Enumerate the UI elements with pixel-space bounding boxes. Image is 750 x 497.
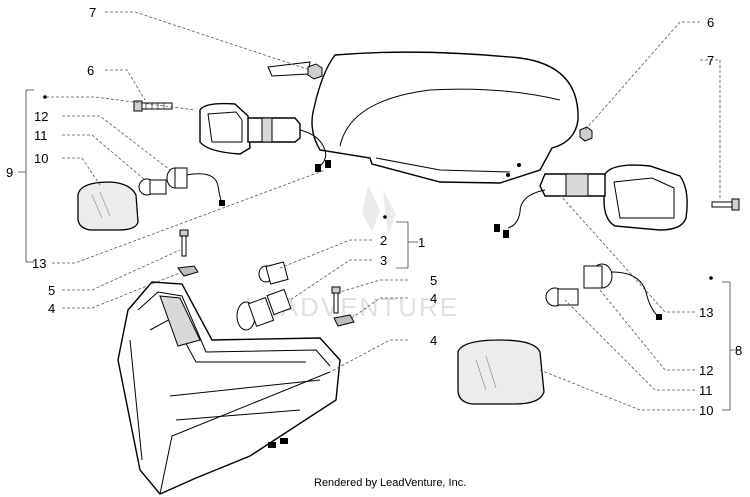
leader-lines bbox=[18, 11, 740, 411]
callout-5-mid: 5 bbox=[430, 273, 437, 288]
right-bulb bbox=[545, 287, 579, 307]
callout-9: 9 bbox=[6, 165, 13, 180]
screw-right bbox=[331, 286, 341, 314]
screw-left bbox=[179, 229, 189, 257]
callout-11-right: 11 bbox=[699, 383, 713, 398]
callout-2: 2 bbox=[380, 233, 387, 248]
callout-8: 8 bbox=[735, 343, 742, 358]
clip-left bbox=[177, 265, 199, 277]
credit-text: Rendered by LeadVenture, Inc. bbox=[314, 477, 466, 489]
right-nut bbox=[579, 126, 593, 142]
callout-6-right: 6 bbox=[707, 15, 714, 30]
callout-5-left: 5 bbox=[48, 283, 55, 298]
callout-7-right: 7 bbox=[707, 53, 714, 68]
right-signal-lens bbox=[457, 339, 545, 405]
headlight-bulb-large bbox=[236, 288, 292, 331]
callout-10-left: 10 bbox=[34, 151, 48, 166]
right-socket bbox=[583, 263, 662, 320]
nut bbox=[307, 63, 323, 80]
right-turn-signal bbox=[494, 164, 688, 238]
callout-12-left: 12 bbox=[34, 109, 48, 124]
callout-1: 1 bbox=[418, 235, 425, 250]
callout-11-left: 11 bbox=[34, 128, 48, 143]
callout-4-left: 4 bbox=[48, 301, 55, 316]
callout-13-left: 13 bbox=[32, 256, 46, 271]
clip-right bbox=[333, 314, 355, 327]
callout-3: 3 bbox=[380, 253, 387, 268]
right-mirror-bolt bbox=[711, 198, 740, 211]
body-fairing bbox=[267, 51, 579, 184]
callout-7-top: 7 bbox=[89, 5, 96, 20]
callout-6-left: 6 bbox=[87, 63, 94, 78]
callout-4-lower: 4 bbox=[430, 333, 437, 348]
callout-4-mid: 4 bbox=[430, 291, 437, 306]
headlight-bulb-small bbox=[258, 261, 289, 285]
left-bulb bbox=[138, 178, 167, 196]
callout-12-right: 12 bbox=[699, 363, 713, 378]
headlight-assembly bbox=[117, 281, 341, 495]
left-socket bbox=[166, 167, 225, 206]
callout-10-right: 10 bbox=[699, 403, 713, 418]
left-signal-lens bbox=[77, 181, 139, 231]
callouts: 7 6 6 7 12 11 10 9 13 5 4 2 1 3 5 4 4 13… bbox=[6, 5, 742, 418]
left-turn-signal bbox=[199, 102, 331, 172]
callout-13-right: 13 bbox=[699, 305, 713, 320]
left-mirror-bolt bbox=[133, 100, 173, 112]
